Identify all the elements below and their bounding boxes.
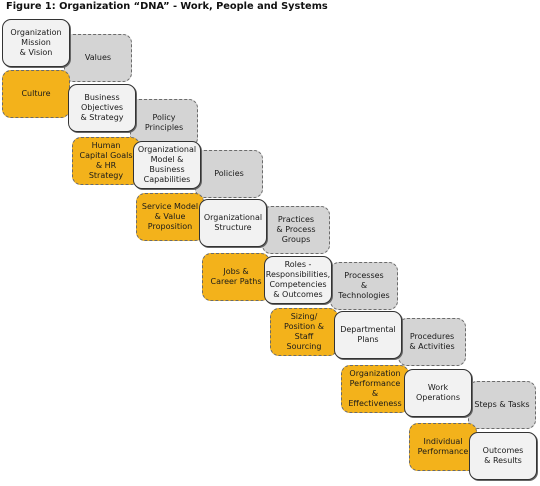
box-organization-mission-vision: Organization Mission & Vision — [2, 19, 70, 67]
box-culture: Culture — [2, 70, 70, 118]
box-individual-performance: Individual Performance — [409, 423, 477, 471]
box-policy-principles: Policy Principles — [130, 99, 198, 147]
box-service-model: Service Model & Value Proposition — [136, 193, 204, 241]
box-policies: Policies — [195, 150, 263, 198]
figure-title: Figure 1: Organization “DNA” - Work, Peo… — [6, 1, 328, 12]
box-procedures-activities: Procedures & Activities — [398, 318, 466, 366]
box-work-operations: Work Operations — [404, 369, 472, 417]
box-steps-tasks: Steps & Tasks — [468, 381, 536, 429]
box-roles-responsibilities: Roles - Responsibilities, Competencies &… — [264, 256, 332, 304]
box-departmental-plans: Departmental Plans — [334, 311, 402, 359]
box-business-objectives-strategy: Business Objectives & Strategy — [68, 84, 136, 132]
box-human-capital-goals: Human Capital Goals & HR Strategy — [72, 137, 140, 185]
box-sizing-staff-sourcing: Sizing/ Position & Staff Sourcing — [270, 308, 338, 356]
box-practices-process-groups: Practices & Process Groups — [262, 206, 330, 254]
box-organization-performance: Organization Performance & Effectiveness — [341, 365, 409, 413]
box-jobs-career-paths: Jobs & Career Paths — [202, 253, 270, 301]
box-organizational-model: Organizational Model & Business Capabili… — [133, 141, 201, 189]
box-organizational-structure: Organizational Structure — [199, 199, 267, 247]
box-processes-technologies: Processes & Technologies — [330, 262, 398, 310]
box-values: Values — [64, 34, 132, 82]
box-outcomes-results: Outcomes & Results — [469, 432, 537, 480]
